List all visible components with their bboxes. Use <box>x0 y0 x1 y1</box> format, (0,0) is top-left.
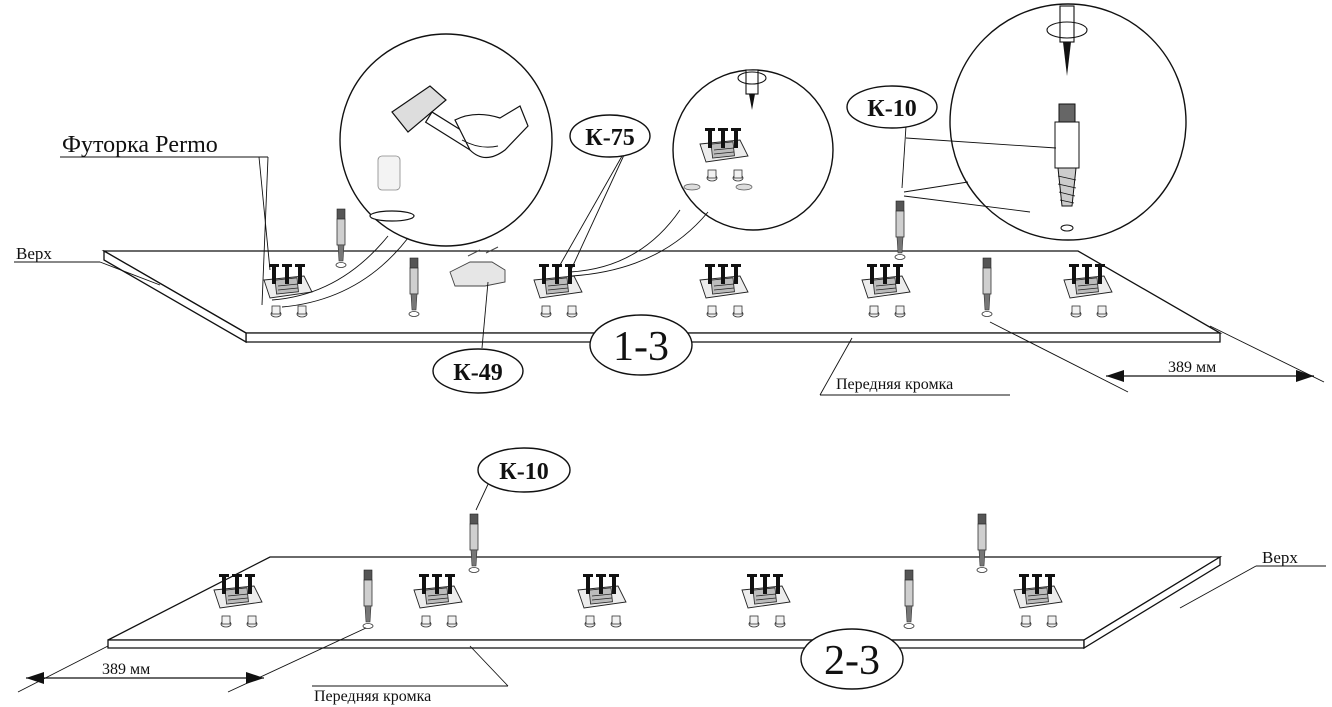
hammer-icon <box>391 85 529 159</box>
panel-2-3-label: 2-3 <box>824 638 880 684</box>
futorka-label: Футорка Permo <box>62 132 218 158</box>
dimension-label-bottom: 389 мм <box>102 661 150 678</box>
panel-2-3-badge <box>800 628 904 690</box>
k49-badge <box>432 348 524 394</box>
screw-detail-circle <box>672 69 834 231</box>
leader-lines-top <box>14 125 1325 396</box>
k10-label-bottom: К-10 <box>499 459 548 485</box>
k49-part-icon <box>449 246 506 287</box>
k10-badge-bottom <box>477 447 571 493</box>
dimension-bottom <box>26 672 264 684</box>
screwdriver-icon-2 <box>1046 5 1088 76</box>
panel-1-3-badge <box>589 314 693 376</box>
futorka-part-icon <box>377 155 401 191</box>
verkh-label-bottom: Верх <box>1262 548 1298 567</box>
dimension-top <box>1106 370 1314 382</box>
k10-badge-top <box>846 85 938 129</box>
front-edge-label-bottom: Передняя кромка <box>314 688 431 705</box>
verkh-label-top: Верх <box>16 244 52 263</box>
pin-detail-circle <box>949 3 1187 241</box>
panel-2-3 <box>107 555 1223 650</box>
confirmat-pin-icon <box>1054 103 1080 207</box>
front-edge-label-top: Передняя кромка <box>836 376 953 393</box>
screwdriver-icon <box>737 69 767 110</box>
k75-label: К-75 <box>585 125 634 151</box>
k10-label-top: К-10 <box>867 96 916 122</box>
k75-badge <box>569 114 651 158</box>
panel-1-3 <box>101 249 1223 344</box>
hammer-detail-circle <box>339 33 553 247</box>
k49-label: К-49 <box>453 360 502 386</box>
dimension-label-top: 389 мм <box>1168 359 1216 376</box>
panel-1-3-label: 1-3 <box>613 324 669 370</box>
